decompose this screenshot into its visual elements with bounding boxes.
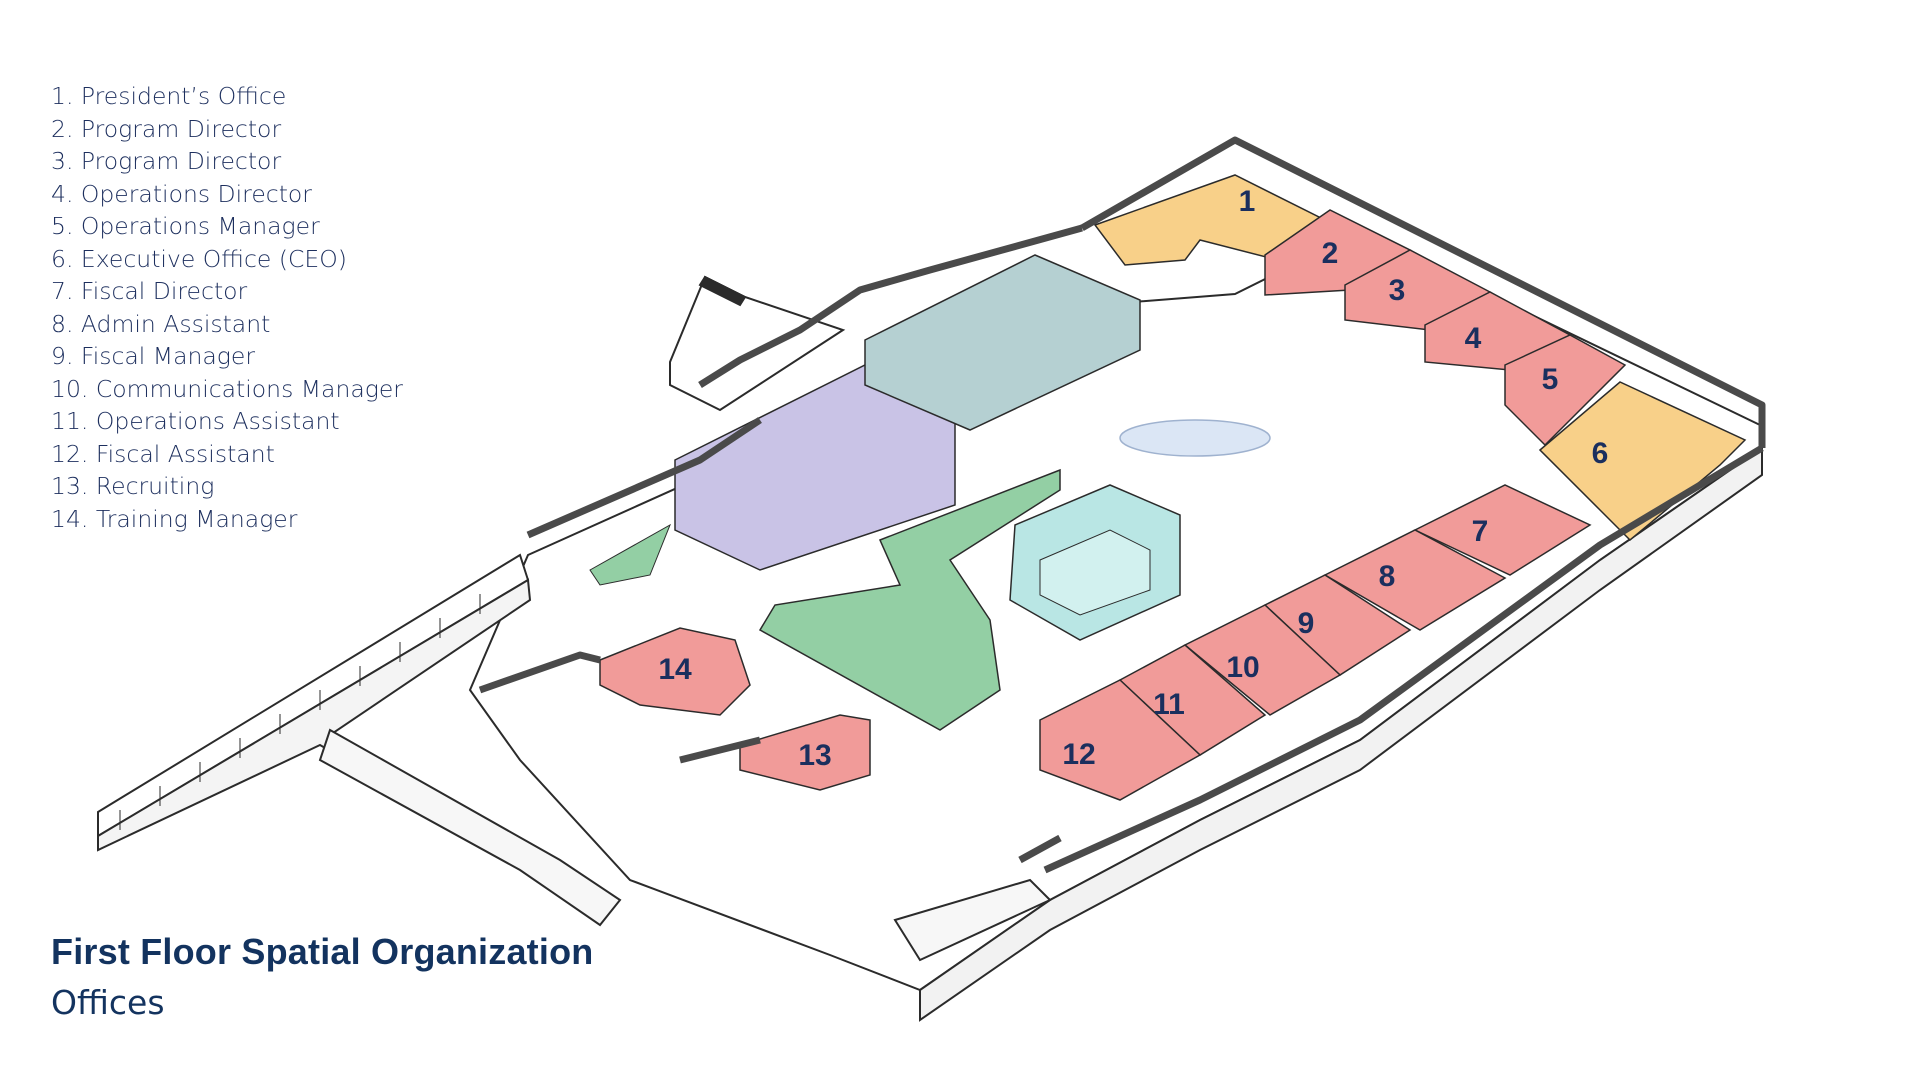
legend-item: 14. Training Manager [51, 504, 298, 533]
room-number-12: 12 [1062, 738, 1095, 771]
office-10 [1183, 604, 1342, 716]
legend-item: 4. Operations Director [51, 179, 312, 208]
office-12 [1039, 679, 1202, 801]
office-6 [1538, 381, 1747, 542]
diagram-subtitle: Offices [51, 983, 165, 1022]
walls [478, 136, 1766, 874]
legend-item: 10. Communications Manager [51, 374, 403, 403]
lounge-zone [1009, 484, 1181, 641]
room-number-2: 2 [1322, 237, 1339, 270]
office-14 [599, 627, 751, 716]
conference-table [1119, 419, 1271, 457]
legend-item: 3. Program Director [51, 147, 282, 175]
exterior-ramp [97, 553, 1052, 962]
room-numbers: 1 2 3 4 5 6 7 8 9 10 11 12 13 14 [658, 185, 1608, 772]
room-number-11: 11 [1153, 688, 1185, 721]
room-number-14: 14 [658, 653, 692, 686]
legend-item: 8. Admin Assistant [51, 309, 271, 338]
legend-item: 1. President’s Office [51, 82, 287, 110]
office-13 [739, 714, 871, 791]
room-number-3: 3 [1389, 274, 1406, 307]
stair-zone [589, 468, 1061, 731]
room-number-13: 13 [798, 739, 831, 772]
room-number-1: 1 [1239, 185, 1256, 218]
office-7 [1413, 484, 1592, 576]
office-5 [1504, 334, 1627, 447]
legend-item: 13. Recruiting [51, 472, 215, 500]
legend-item: 5. Operations Manager [51, 212, 320, 240]
legend-item: 6. Executive Office (CEO) [51, 244, 347, 273]
room-number-4: 4 [1465, 322, 1482, 355]
room-number-6: 6 [1592, 437, 1609, 470]
diagram-title: First Floor Spatial Organization [51, 931, 594, 972]
room-number-10: 10 [1226, 651, 1259, 684]
room-number-8: 8 [1379, 560, 1396, 593]
support-zone [864, 254, 1141, 431]
room-number-5: 5 [1542, 363, 1559, 396]
legend-item: 2. Program Director [51, 114, 282, 143]
legend-item: 11. Operations Assistant [51, 407, 340, 435]
room-legend: 1. President’s Office 2. Program Directo… [51, 80, 403, 535]
legend-item: 7. Fiscal Director [51, 277, 248, 305]
legend-item: 9. Fiscal Manager [51, 342, 255, 370]
office-8 [1323, 529, 1507, 631]
room-number-7: 7 [1472, 515, 1489, 548]
room-number-9: 9 [1298, 607, 1315, 640]
legend-item: 12. Fiscal Assistant [51, 439, 275, 468]
